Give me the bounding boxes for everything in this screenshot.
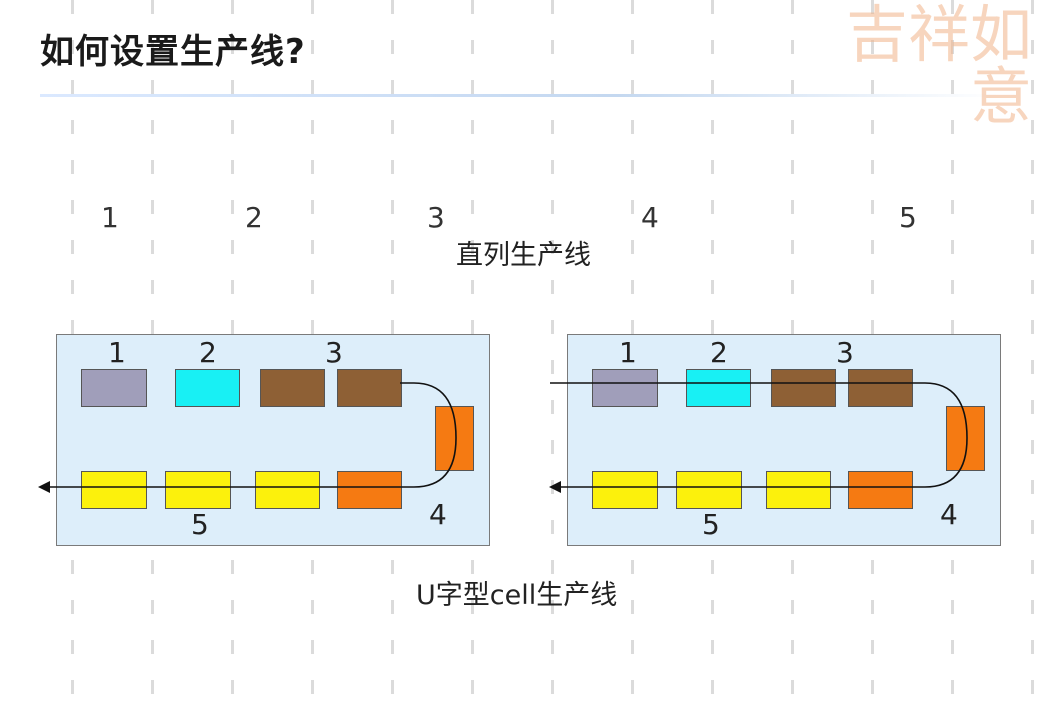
seal-watermark-main: 吉祥如意 bbox=[802, 4, 1032, 128]
right-station-1-box bbox=[592, 369, 658, 407]
right-station-5c-box bbox=[766, 471, 831, 509]
right-station-3b-box bbox=[848, 369, 913, 407]
right-flow-arrow bbox=[550, 382, 968, 488]
left-station-3b-box bbox=[337, 369, 402, 407]
right-station-5b-box bbox=[676, 471, 742, 509]
right-label-1: 1 bbox=[619, 336, 637, 369]
right-label-5: 5 bbox=[702, 508, 720, 541]
left-station-5a-box bbox=[81, 471, 147, 509]
right-label-3: 3 bbox=[836, 336, 854, 369]
u-cell-panel-right: 1 2 3 4 5 bbox=[567, 334, 1001, 546]
right-label-2: 2 bbox=[710, 336, 728, 369]
left-station-2-box bbox=[175, 369, 240, 407]
left-label-2: 2 bbox=[199, 336, 217, 369]
left-flow-arrowhead bbox=[38, 481, 50, 493]
straight-label-5: 5 bbox=[899, 201, 917, 234]
seal-text: 吉祥如意 bbox=[845, 0, 1032, 133]
left-flow-arrow bbox=[48, 382, 457, 488]
left-label-4: 4 bbox=[429, 498, 447, 531]
straight-line-caption: 直列生产线 bbox=[456, 240, 591, 271]
left-station-5c-box bbox=[255, 471, 320, 509]
left-station-5b-box bbox=[165, 471, 231, 509]
page-title: 如何设置生产线? bbox=[40, 32, 306, 72]
left-station-3a-box bbox=[260, 369, 325, 407]
straight-label-4: 4 bbox=[641, 201, 659, 234]
straight-label-3: 3 bbox=[427, 201, 445, 234]
right-station-3a-box bbox=[771, 369, 836, 407]
left-label-1: 1 bbox=[108, 336, 126, 369]
left-station-1-box bbox=[81, 369, 147, 407]
right-label-4: 4 bbox=[940, 498, 958, 531]
left-station-4-box bbox=[337, 471, 402, 509]
u-cell-caption: U字型cell生产线 bbox=[416, 580, 618, 611]
straight-label-2: 2 bbox=[245, 201, 263, 234]
right-station-4-box bbox=[848, 471, 913, 509]
u-cell-panel-left: 1 2 3 4 5 bbox=[56, 334, 490, 546]
straight-label-1: 1 bbox=[101, 201, 119, 234]
right-flow-arrowhead bbox=[549, 481, 561, 493]
left-label-5: 5 bbox=[191, 508, 209, 541]
title-underline bbox=[40, 94, 1000, 97]
left-label-3: 3 bbox=[325, 336, 343, 369]
right-station-5a-box bbox=[592, 471, 658, 509]
right-station-2-box bbox=[686, 369, 751, 407]
